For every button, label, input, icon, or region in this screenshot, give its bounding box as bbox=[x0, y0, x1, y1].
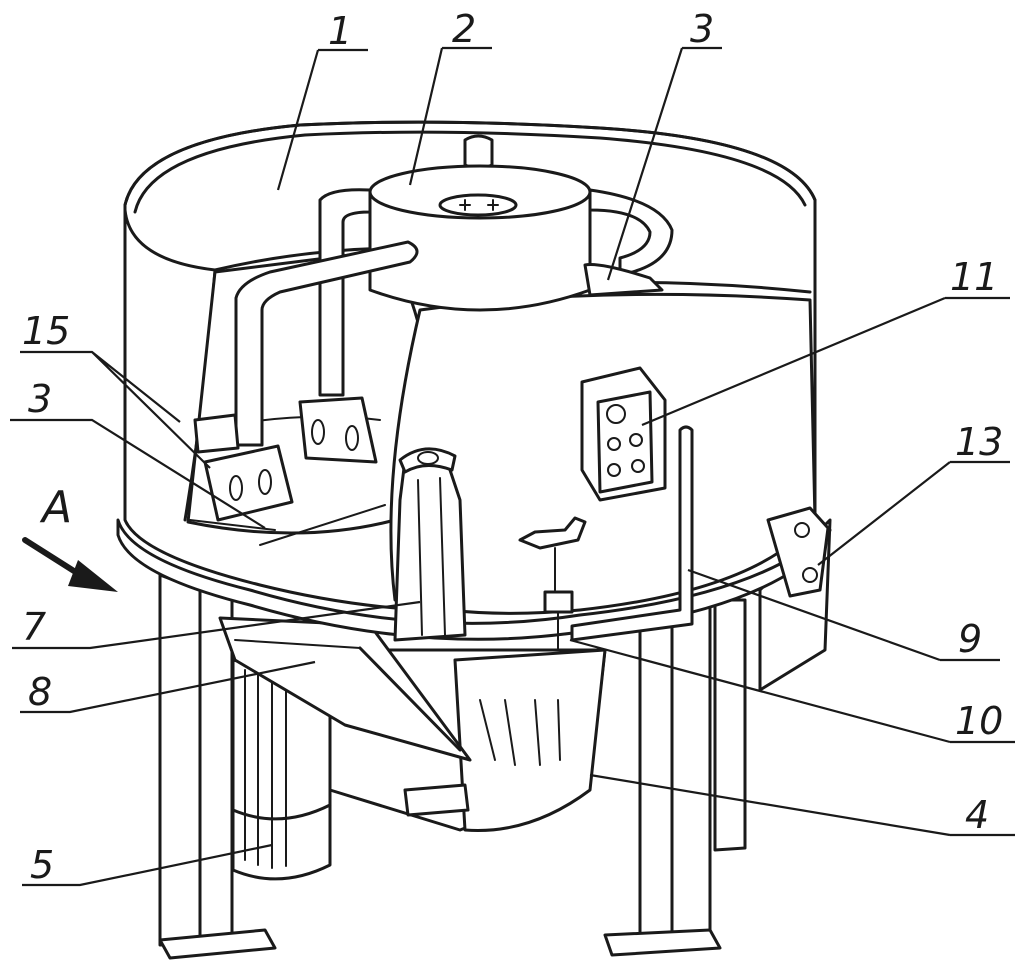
callout-4: 4 bbox=[965, 793, 989, 837]
top-hub bbox=[368, 134, 592, 312]
callout-2: 2 bbox=[452, 7, 476, 51]
view-marker-label: A bbox=[39, 482, 72, 533]
callout-9: 9 bbox=[958, 617, 982, 661]
callout-13: 13 bbox=[955, 420, 1003, 464]
callout-10: 10 bbox=[955, 699, 1003, 743]
callout-5: 5 bbox=[30, 843, 54, 887]
callout-11: 11 bbox=[950, 255, 998, 299]
leader-lines bbox=[10, 46, 1015, 887]
control-box bbox=[580, 366, 667, 502]
view-direction-arrow bbox=[22, 537, 118, 592]
callout-1: 1 bbox=[328, 9, 352, 53]
water-valve bbox=[518, 516, 587, 651]
callout-15: 15 bbox=[22, 309, 70, 353]
callout-8: 8 bbox=[28, 670, 52, 714]
callout-labels: 1 2 3 3 4 5 7 8 9 10 11 13 15 A bbox=[22, 7, 1003, 887]
motor bbox=[231, 658, 332, 881]
water-pipe bbox=[570, 425, 694, 642]
callout-3-left: 3 bbox=[28, 377, 52, 421]
plough-blades bbox=[189, 396, 386, 546]
stirring-arms bbox=[234, 188, 674, 447]
callout-7: 7 bbox=[22, 605, 46, 649]
discharge-lever bbox=[393, 447, 467, 642]
callout-3-top: 3 bbox=[690, 7, 714, 51]
